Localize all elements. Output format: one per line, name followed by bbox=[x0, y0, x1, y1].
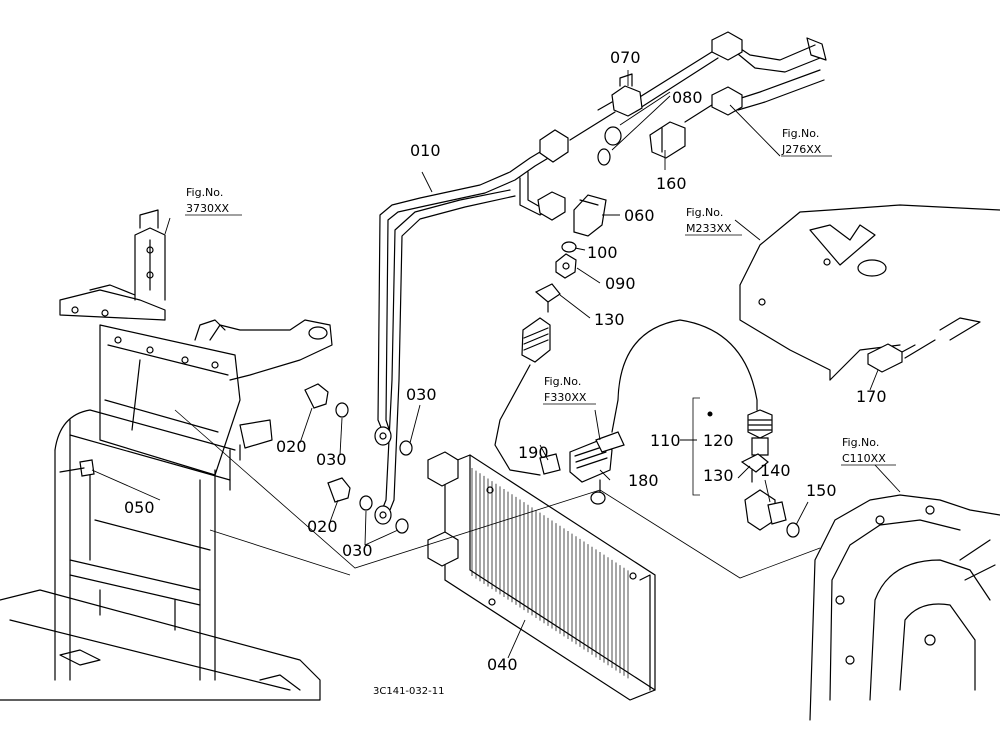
oil-cooler-040 bbox=[427, 451, 656, 701]
washer-030 bbox=[335, 402, 413, 534]
reference-line-2 bbox=[209, 529, 351, 576]
part-labels: 010 020 020 030 030 030 040 050 060 070 … bbox=[124, 48, 887, 674]
part-label: 140 bbox=[760, 461, 791, 480]
part-label: 100 bbox=[587, 243, 618, 262]
part-label: 120 bbox=[703, 431, 734, 450]
part-label: 110 bbox=[650, 431, 681, 450]
fig-ref-title: Fig.No. bbox=[186, 186, 223, 199]
upper-pipes bbox=[569, 31, 827, 141]
part-label: 020 bbox=[276, 437, 307, 456]
part-label: 030 bbox=[406, 385, 437, 404]
valve-180 bbox=[539, 431, 625, 505]
leader-lines bbox=[91, 70, 901, 659]
part-label: 090 bbox=[605, 274, 636, 293]
part-label: 130 bbox=[594, 310, 625, 329]
fig-ref-code: J276XX bbox=[781, 143, 822, 156]
fitting-020 bbox=[304, 383, 351, 503]
frame-structure bbox=[0, 209, 333, 701]
clamp-130-upper bbox=[534, 283, 561, 313]
reference-line bbox=[174, 409, 821, 579]
part-label: 040 bbox=[487, 655, 518, 674]
fitting-160 bbox=[649, 121, 686, 159]
part-label: 030 bbox=[342, 541, 373, 560]
part-label: 180 bbox=[628, 471, 659, 490]
drawing-id: 3C141-032-11 bbox=[373, 686, 444, 697]
part-label: 150 bbox=[806, 481, 837, 500]
fig-ref-code: 3730XX bbox=[186, 202, 230, 215]
figure-references: Fig.No. 3730XX Fig.No. J276XX Fig.No. M2… bbox=[185, 127, 896, 466]
part-label: 060 bbox=[624, 206, 655, 225]
hose-assembly-110 bbox=[692, 397, 800, 538]
fitting-070 bbox=[597, 73, 643, 117]
hose-loop bbox=[611, 319, 758, 433]
fig-ref-code: F330XX bbox=[544, 391, 587, 404]
o-ring-100 bbox=[561, 241, 577, 253]
part-label: 080 bbox=[672, 88, 703, 107]
transmission-housing bbox=[809, 494, 1000, 721]
part-label: 020 bbox=[307, 517, 338, 536]
fig-ref-title: Fig.No. bbox=[782, 127, 819, 140]
part-label: 050 bbox=[124, 498, 155, 517]
part-label: 170 bbox=[856, 387, 887, 406]
part-label: 010 bbox=[410, 141, 441, 160]
fig-ref-code: M233XX bbox=[686, 222, 732, 235]
fig-ref-title: Fig.No. bbox=[686, 206, 723, 219]
panel-m233 bbox=[739, 204, 1000, 381]
washer-080 bbox=[597, 126, 622, 166]
part-label: 160 bbox=[656, 174, 687, 193]
fitting-090 bbox=[555, 253, 577, 279]
fig-ref-title: Fig.No. bbox=[544, 375, 581, 388]
fig-ref-title: Fig.No. bbox=[842, 436, 879, 449]
part-label: 130 bbox=[703, 466, 734, 485]
hydraulic-pipe-010 bbox=[374, 129, 569, 525]
part-label: 030 bbox=[316, 450, 347, 469]
fig-ref-code: C110XX bbox=[842, 452, 886, 465]
filter-060 bbox=[573, 194, 607, 237]
part-label: 190 bbox=[518, 443, 549, 462]
hose-upper bbox=[494, 317, 551, 476]
part-label: 070 bbox=[610, 48, 641, 67]
